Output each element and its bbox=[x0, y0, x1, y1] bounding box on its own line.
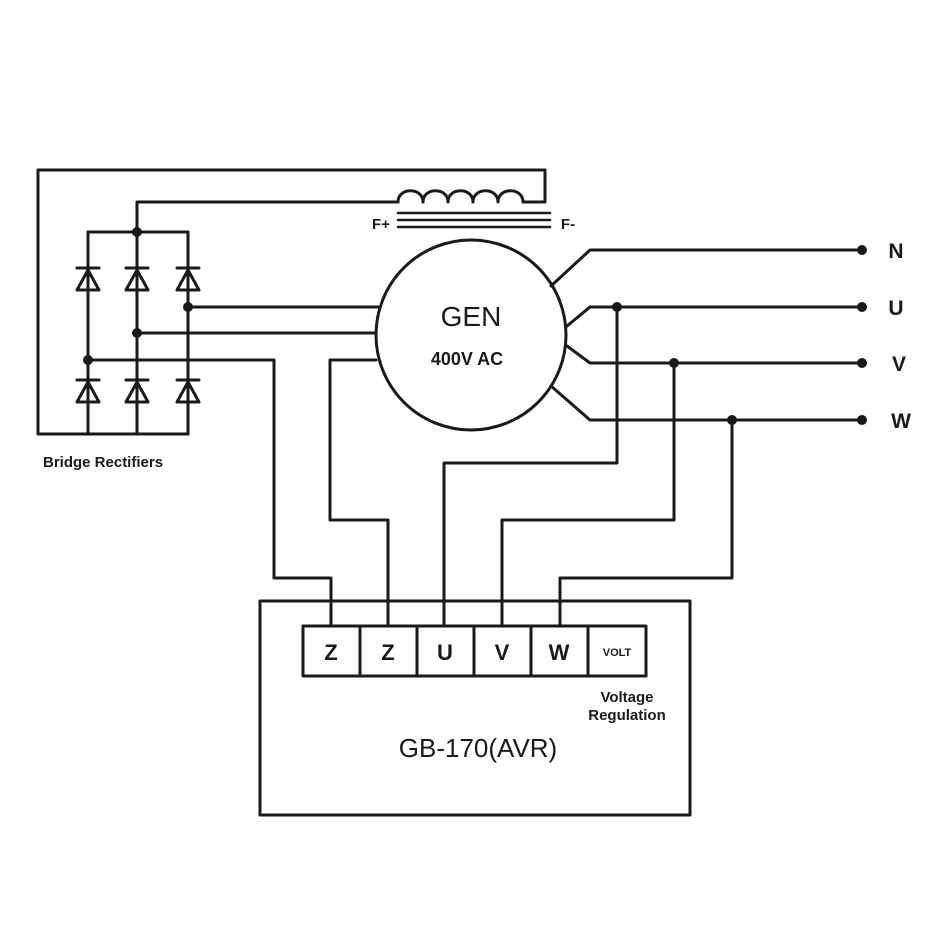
output-terminals bbox=[857, 245, 867, 425]
avr-terminal-v: V bbox=[495, 640, 510, 665]
generator-name: GEN bbox=[441, 301, 502, 332]
output-label-w: W bbox=[891, 410, 911, 433]
output-label-u: U bbox=[888, 297, 903, 320]
avr-terminal-u: U bbox=[437, 640, 453, 665]
field-positive-label: F+ bbox=[372, 216, 390, 233]
avr-model: GB-170(AVR) bbox=[399, 733, 557, 763]
output-label-v: V bbox=[892, 353, 906, 376]
rectifier-label: Bridge Rectifiers bbox=[43, 454, 163, 471]
pot-label-line1: Voltage bbox=[600, 689, 653, 706]
output-label-n: N bbox=[888, 240, 903, 263]
field-negative-label: F- bbox=[561, 216, 575, 233]
avr-terminal-z1: Z bbox=[324, 640, 337, 665]
diode bbox=[124, 378, 150, 404]
rectifier-ac-wires bbox=[135, 305, 380, 335]
rectifier-diodes bbox=[75, 266, 201, 404]
diode bbox=[75, 266, 101, 292]
avr-wires bbox=[86, 305, 734, 628]
phase-outputs bbox=[549, 248, 864, 422]
diode bbox=[75, 378, 101, 404]
field-coil bbox=[135, 188, 552, 234]
avr-terminal-volt: VOLT bbox=[603, 647, 632, 659]
generator-rating: 400V AC bbox=[431, 349, 503, 369]
avr-terminal-w: W bbox=[549, 640, 570, 665]
avr-terminal-z2: Z bbox=[381, 640, 394, 665]
generator bbox=[374, 238, 568, 432]
diode bbox=[124, 266, 150, 292]
pot-label-line2: Regulation bbox=[588, 707, 666, 724]
junctions bbox=[83, 227, 737, 425]
diode bbox=[175, 378, 201, 404]
diode bbox=[175, 266, 201, 292]
avr-module bbox=[258, 599, 692, 817]
